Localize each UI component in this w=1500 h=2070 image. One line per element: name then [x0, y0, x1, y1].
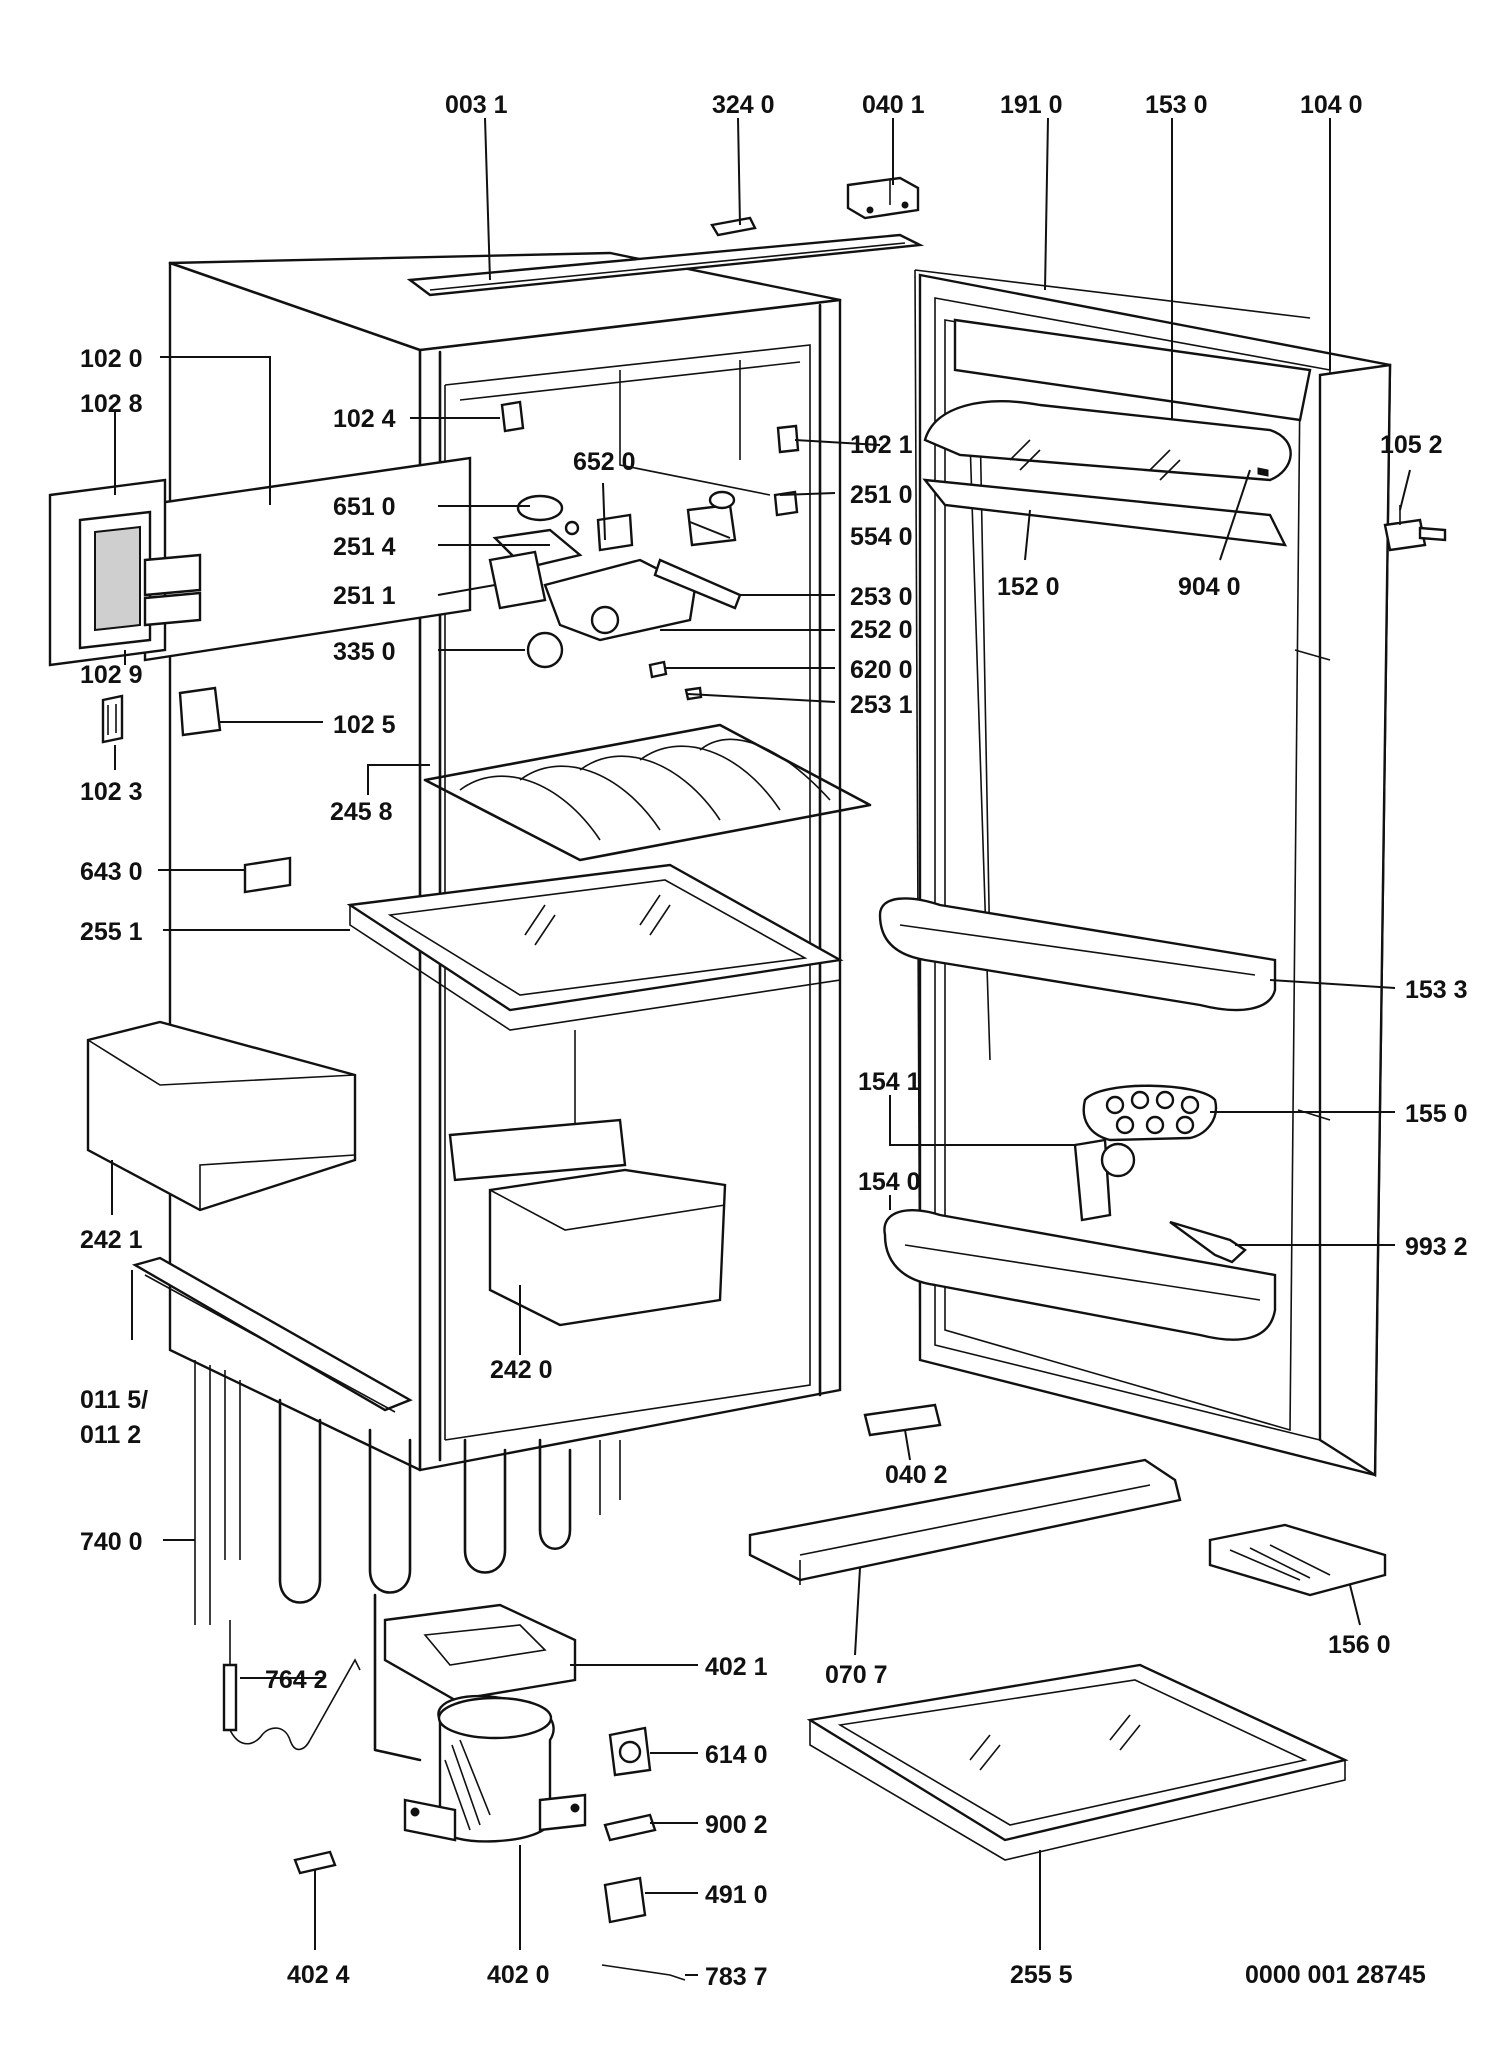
evaporator-coil	[423, 723, 872, 862]
label-242-0: 242 0	[490, 1356, 553, 1384]
ice-cube-tray	[1208, 1523, 1387, 1597]
capillary-tube	[222, 1620, 361, 1751]
label-011-2: 011 2	[80, 1421, 141, 1449]
thermostat-light-assembly	[488, 400, 800, 701]
side-clip	[101, 694, 124, 744]
label-402-4: 402 4	[287, 1961, 350, 1989]
label-003-1: 003 1	[445, 91, 508, 119]
label-491-0: 491 0	[705, 1881, 768, 1909]
bottle-holder	[1073, 1138, 1136, 1222]
label-764-2: 764 2	[265, 1666, 328, 1694]
label-402-0: 402 0	[487, 1961, 550, 1989]
label-783-7: 783 7	[705, 1963, 768, 1991]
label-620-0: 620 0	[850, 656, 913, 684]
label-104-0: 104 0	[1300, 91, 1363, 119]
part-labels: 003 1 324 0 040 1 191 0 153 0 104 0 102 …	[80, 91, 1468, 1991]
label-153-0: 153 0	[1145, 91, 1208, 119]
label-651-0: 651 0	[333, 493, 396, 521]
label-040-2: 040 2	[885, 1461, 948, 1489]
label-040-1: 040 1	[862, 91, 925, 119]
crisper-cover-glass	[806, 1663, 1349, 1861]
label-335-0: 335 0	[333, 638, 396, 666]
crisper-right	[448, 1118, 727, 1327]
door	[914, 269, 1392, 1478]
label-011-5: 011 5/	[80, 1386, 148, 1414]
door-balcony-lower	[883, 1208, 1277, 1341]
label-652-0: 652 0	[573, 448, 636, 476]
label-102-9: 102 9	[80, 661, 143, 689]
hinge-pin	[1383, 505, 1447, 552]
egg-tray	[1082, 1084, 1218, 1142]
label-900-2: 900 2	[705, 1811, 768, 1839]
label-324-0: 324 0	[712, 91, 775, 119]
label-255-1: 255 1	[80, 918, 143, 946]
label-102-3: 102 3	[80, 778, 143, 806]
door-top-compartment	[922, 318, 1312, 547]
label-402-1: 402 1	[705, 1653, 768, 1681]
start-relay	[608, 1726, 652, 1777]
label-plate	[243, 856, 292, 894]
label-156-0: 156 0	[1328, 1631, 1391, 1659]
cover-block	[178, 686, 222, 737]
bottom-hinge-bracket	[863, 1403, 942, 1437]
label-245-8: 245 8	[330, 798, 393, 826]
terminal-cover	[603, 1876, 647, 1924]
top-trim-strip	[406, 233, 925, 297]
glass-shelf	[346, 863, 844, 1031]
side-cover-panel	[48, 456, 472, 667]
label-740-0: 740 0	[80, 1528, 143, 1556]
label-253-0: 253 0	[850, 583, 913, 611]
label-554-0: 554 0	[850, 523, 913, 551]
compressor	[373, 1593, 587, 1843]
overload-protector	[603, 1813, 657, 1842]
label-252-0: 252 0	[850, 616, 913, 644]
label-105-2: 105 2	[1380, 431, 1443, 459]
condenser	[194, 1360, 621, 1625]
label-255-5: 255 5	[1010, 1961, 1073, 1989]
door-stop-pin	[1169, 1220, 1247, 1264]
label-070-7: 070 7	[825, 1661, 888, 1689]
label-155-0: 155 0	[1405, 1100, 1468, 1128]
label-102-8: 102 8	[80, 390, 143, 418]
label-251-1: 251 1	[333, 582, 396, 610]
plinth-strip	[748, 1458, 1182, 1585]
label-993-2: 993 2	[1405, 1233, 1468, 1261]
compressor-mount	[383, 1603, 577, 1702]
label-191-0: 191 0	[1000, 91, 1063, 119]
label-102-1: 102 1	[850, 431, 913, 459]
wire-harness	[601, 1964, 686, 1981]
label-102-4: 102 4	[333, 405, 396, 433]
label-251-4: 251 4	[333, 533, 396, 561]
label-102-0: 102 0	[80, 345, 143, 373]
drawing-number: 0000 001 28745	[1245, 1961, 1426, 1989]
clip-part	[710, 216, 757, 237]
label-152-0: 152 0	[997, 573, 1060, 601]
top-hinge-bracket	[846, 176, 920, 220]
leader-lines	[111, 117, 1411, 1976]
label-102-5: 102 5	[333, 711, 396, 739]
label-904-0: 904 0	[1178, 573, 1241, 601]
label-251-0: 251 0	[850, 481, 913, 509]
label-242-1: 242 1	[80, 1226, 143, 1254]
bottom-front-rail	[131, 1256, 413, 1413]
label-643-0: 643 0	[80, 858, 143, 886]
label-154-1: 154 1	[858, 1068, 921, 1096]
crisper-left	[86, 1020, 357, 1212]
label-253-1: 253 1	[850, 691, 913, 719]
label-614-0: 614 0	[705, 1741, 768, 1769]
door-balcony-upper	[878, 897, 1277, 1012]
label-153-3: 153 3	[1405, 976, 1468, 1004]
label-154-0: 154 0	[858, 1168, 921, 1196]
mount-clip	[293, 1850, 337, 1875]
